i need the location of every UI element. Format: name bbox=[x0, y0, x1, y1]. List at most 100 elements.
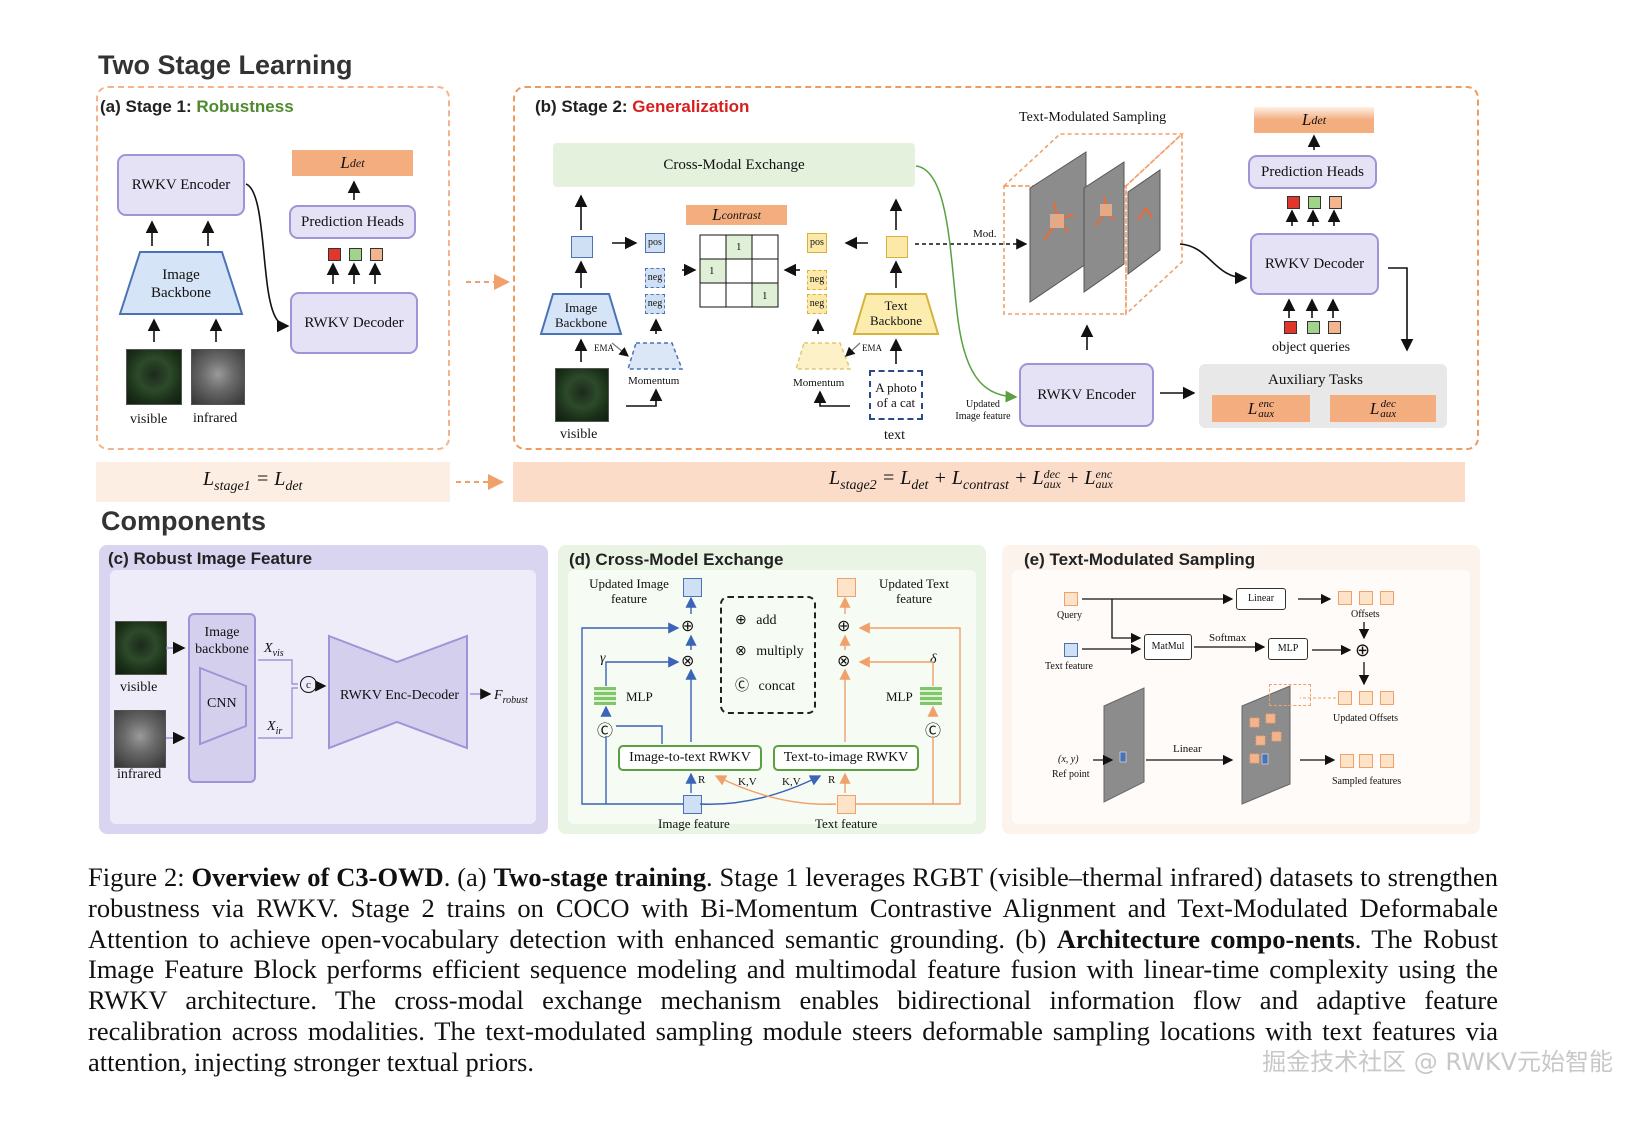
stage1-infrared-image bbox=[191, 349, 245, 405]
mlp-icon-right bbox=[920, 687, 942, 705]
text-feature-token bbox=[886, 236, 908, 258]
panel-c-backbone-label: Image backbone bbox=[195, 625, 249, 657]
image-feature-label-d: Image feature bbox=[658, 816, 730, 831]
obj-query-peach bbox=[1328, 321, 1341, 334]
mlp-label-left: MLP bbox=[626, 689, 653, 704]
sampled-cube-3 bbox=[1380, 754, 1394, 768]
panel-e-title: (e) Text-Modulated Sampling bbox=[1024, 550, 1256, 569]
stage2-image-backbone-shape bbox=[539, 293, 623, 335]
add-op-e: ⊕ bbox=[1355, 640, 1371, 660]
sampled-cube-2 bbox=[1359, 754, 1373, 768]
stage2-panel bbox=[513, 86, 1479, 450]
figure-caption: Figure 2: Overview of C3-OWD. (a) Two-st… bbox=[88, 862, 1498, 1077]
concat-circle: c bbox=[300, 676, 317, 693]
stage2-rwkv-decoder: RWKV Decoder bbox=[1250, 233, 1379, 295]
watermark: 掘金技术社区 @ RWKV元始智能 bbox=[1262, 1048, 1613, 1076]
momentum-text-shape bbox=[794, 342, 852, 370]
obj-query-green bbox=[1307, 321, 1320, 334]
cnn-label: CNN bbox=[207, 696, 237, 711]
enc-decoder-label: RWKV Enc-Decoder bbox=[340, 688, 460, 703]
stage1-visible-label: visible bbox=[130, 412, 168, 427]
ema-right-label: EMA bbox=[862, 343, 882, 353]
mlp-box-e: MLP bbox=[1268, 638, 1308, 660]
text-input-box: A photo of a cat bbox=[869, 370, 923, 420]
stage2-title: (b) Stage 2: Generalization bbox=[535, 97, 750, 116]
stage1-title: (a) Stage 1: Robustness bbox=[100, 97, 294, 116]
stage1-rwkv-decoder: RWKV Decoder bbox=[290, 292, 418, 354]
stage1-visible-image bbox=[126, 349, 182, 405]
stage1-equation: Lstage1 = Ldet bbox=[203, 468, 303, 494]
image-feature-token bbox=[571, 236, 593, 258]
matrix-one-2: 1 bbox=[709, 265, 715, 277]
panel-c-infrared-image bbox=[114, 710, 166, 768]
stage2-visible-label: visible bbox=[560, 427, 598, 442]
query-cube-icon bbox=[1064, 592, 1078, 606]
stage2-rwkv-encoder: RWKV Encoder bbox=[1019, 363, 1154, 427]
feature-map-left bbox=[1103, 687, 1145, 803]
text-feature-cube-icon bbox=[1064, 643, 1078, 657]
legend-box bbox=[720, 596, 816, 714]
stage1-image-backbone-label: Image Backbone bbox=[151, 267, 211, 301]
text-to-image-rwkv: Text-to-image RWKV bbox=[773, 745, 919, 771]
add-op-left: ⊕ bbox=[681, 618, 695, 635]
updated-image-feature-label: Updated Image feature bbox=[955, 399, 1011, 422]
concat-op-left: Ⓒ bbox=[597, 723, 614, 740]
query-square-green bbox=[349, 248, 362, 261]
object-queries-label: object queries bbox=[1272, 340, 1351, 355]
stage2-visible-image bbox=[555, 368, 609, 422]
offset-dashed-region bbox=[1269, 684, 1311, 706]
ref-point-label: Ref point bbox=[1052, 769, 1090, 780]
updated-text-token bbox=[837, 578, 856, 597]
stage1-rwkv-encoder: RWKV Encoder bbox=[117, 154, 245, 216]
updated-offset-cube-1 bbox=[1338, 691, 1352, 705]
panel-c-infrared-label: infrared bbox=[117, 767, 162, 782]
cross-modal-exchange-block: Cross-Modal Exchange bbox=[553, 143, 915, 187]
matrix-one-3: 1 bbox=[762, 290, 768, 302]
legend-multiply: ⊗ multiply bbox=[735, 644, 804, 659]
sampled-cube-1 bbox=[1340, 754, 1354, 768]
delta-label: δ bbox=[930, 652, 937, 667]
text-feature-label-d: Text feature bbox=[815, 816, 878, 831]
offsets-label: Offsets bbox=[1351, 609, 1380, 620]
stage2-equation-bar bbox=[513, 462, 1465, 502]
matmul-box: MatMul bbox=[1144, 634, 1192, 660]
text-feature-token-d bbox=[837, 795, 856, 814]
x-ir-label: Xir bbox=[267, 719, 283, 737]
momentum-left-label: Momentum bbox=[628, 375, 680, 387]
stage1-panel bbox=[96, 86, 450, 450]
updated-offset-cube-3 bbox=[1380, 691, 1394, 705]
matrix-one-1: 1 bbox=[736, 241, 742, 253]
add-op-right: ⊕ bbox=[837, 618, 851, 635]
pred-square-green bbox=[1308, 196, 1321, 209]
similarity-matrix bbox=[699, 234, 779, 308]
f-robust-label: Frobust bbox=[494, 688, 528, 706]
updated-image-feature: Updated Image feature bbox=[589, 576, 669, 606]
linear-box: Linear bbox=[1236, 588, 1286, 610]
offset-cube-1 bbox=[1338, 591, 1352, 605]
panel-c-visible-image bbox=[115, 621, 167, 675]
mlp-label-right: MLP bbox=[886, 689, 913, 704]
panel-c-title: (c) Robust Image Feature bbox=[108, 549, 313, 568]
ema-left-label: EMA bbox=[594, 343, 614, 353]
gamma-label: γ bbox=[600, 651, 606, 666]
pred-square-peach bbox=[1329, 196, 1342, 209]
kv-label-right: K,V bbox=[782, 776, 801, 788]
updated-text-feature: Updated Text feature bbox=[879, 576, 949, 606]
r-label-right: R bbox=[828, 774, 836, 786]
stage2-prediction-heads: Prediction Heads bbox=[1248, 155, 1377, 189]
query-label: Query bbox=[1057, 610, 1082, 621]
updated-offset-cube-2 bbox=[1359, 691, 1373, 705]
pred-square-red bbox=[1287, 196, 1300, 209]
legend-concat: Ⓒ concat bbox=[735, 679, 796, 694]
image-feature-token-d bbox=[683, 795, 702, 814]
stage1-prediction-heads: Prediction Heads bbox=[289, 205, 416, 239]
mod-label: Mod. bbox=[973, 228, 997, 240]
two-stage-heading: Two Stage Learning bbox=[98, 50, 353, 80]
momentum-image-shape bbox=[626, 342, 684, 370]
xy-label: (x, y) bbox=[1058, 754, 1079, 765]
tms-cube bbox=[1001, 132, 1185, 316]
